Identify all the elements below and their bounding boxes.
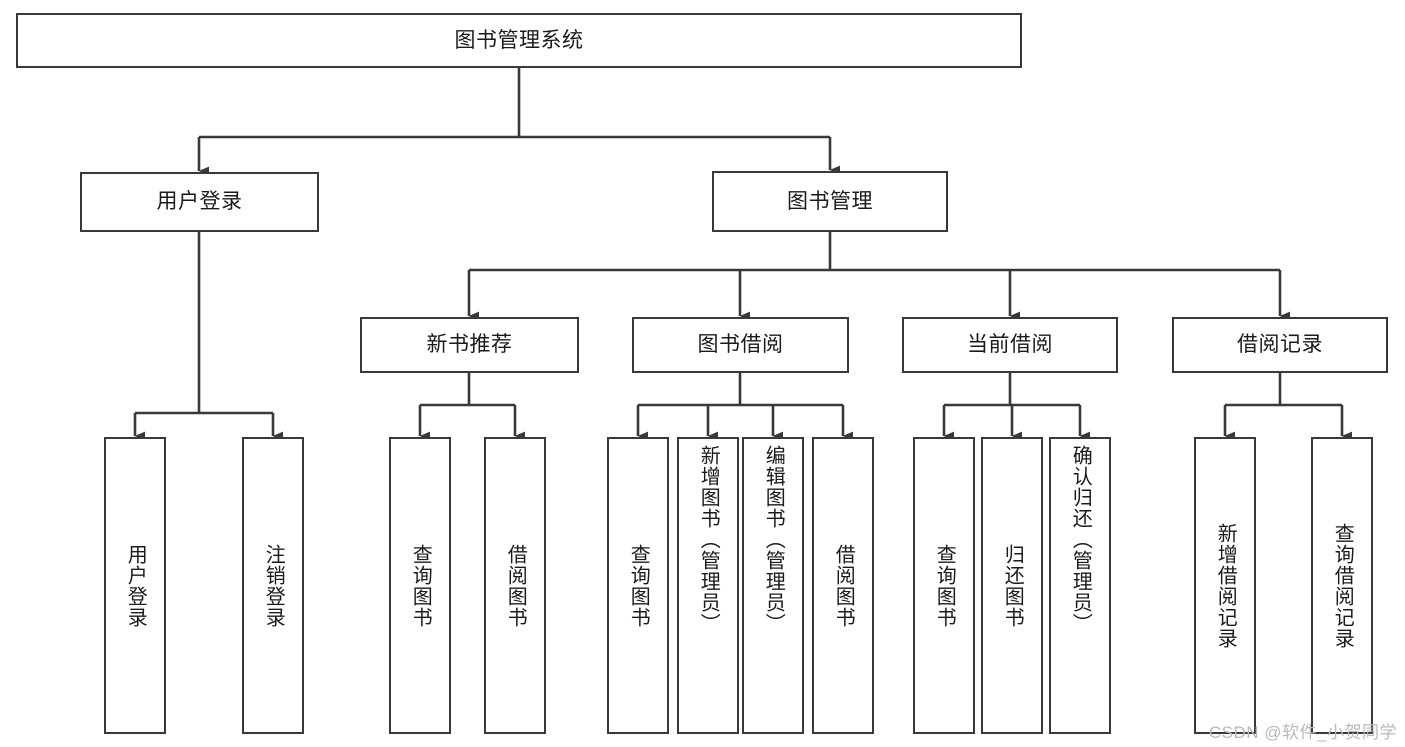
node-book-borrow[interactable]: 图书借阅 <box>632 317 849 373</box>
node-leaf[interactable]: 查询图书 <box>389 437 451 734</box>
leaf-inner: 查询图书 <box>915 439 973 732</box>
node-leaf[interactable]: 查询借阅记录 <box>1311 437 1373 734</box>
node-leaf[interactable]: 归还图书 <box>981 437 1043 734</box>
node-root-label: 图书管理系统 <box>454 28 584 52</box>
node-borrow-record-label: 借阅记录 <box>1237 333 1323 357</box>
leaf-inner: 编辑图书（管理员） <box>744 439 802 732</box>
node-leaf[interactable]: 编辑图书（管理员） <box>742 437 804 734</box>
node-root[interactable]: 图书管理系统 <box>16 13 1022 68</box>
node-leaf[interactable]: 注销登录 <box>242 437 304 734</box>
node-leaf[interactable]: 新增借阅记录 <box>1194 437 1256 734</box>
node-new-book-recommend[interactable]: 新书推荐 <box>360 317 579 373</box>
node-leaf[interactable]: 借阅图书 <box>484 437 546 734</box>
leaf-inner: 注销登录 <box>244 439 302 732</box>
node-leaf[interactable]: 查询图书 <box>607 437 669 734</box>
leaf-inner: 归还图书 <box>983 439 1041 732</box>
node-leaf[interactable]: 查询图书 <box>913 437 975 734</box>
node-book-borrow-label: 图书借阅 <box>697 333 784 357</box>
node-leaf-label: 确认归还（管理员） <box>1069 445 1092 634</box>
node-new-book-recommend-label: 新书推荐 <box>426 333 513 357</box>
leaf-inner: 查询借阅记录 <box>1313 439 1371 732</box>
leaf-inner: 借阅图书 <box>486 439 544 732</box>
leaf-inner: 新增图书（管理员） <box>679 439 737 732</box>
node-book-management[interactable]: 图书管理 <box>712 171 948 232</box>
node-leaf-label: 查询图书 <box>933 543 956 628</box>
node-leaf-label: 新增借阅记录 <box>1214 522 1237 649</box>
node-current-borrow-label: 当前借阅 <box>967 333 1053 357</box>
node-user-login-label: 用户登录 <box>156 190 243 214</box>
leaf-inner: 新增借阅记录 <box>1196 439 1254 732</box>
node-leaf-label: 新增图书（管理员） <box>697 445 720 634</box>
node-leaf[interactable]: 确认归还（管理员） <box>1049 437 1111 734</box>
node-book-management-label: 图书管理 <box>787 189 873 213</box>
node-leaf-label: 查询图书 <box>409 543 432 628</box>
node-leaf-label: 借阅图书 <box>832 543 855 628</box>
node-user-login[interactable]: 用户登录 <box>80 172 319 232</box>
node-leaf[interactable]: 新增图书（管理员） <box>677 437 739 734</box>
leaf-inner: 用户登录 <box>106 439 164 732</box>
node-leaf-label: 借阅图书 <box>504 543 527 628</box>
node-leaf[interactable]: 用户登录 <box>104 437 166 734</box>
node-leaf[interactable]: 借阅图书 <box>812 437 874 734</box>
leaf-inner: 借阅图书 <box>814 439 872 732</box>
node-leaf-label: 查询借阅记录 <box>1331 522 1354 649</box>
node-current-borrow[interactable]: 当前借阅 <box>902 317 1118 373</box>
leaf-inner: 确认归还（管理员） <box>1051 439 1109 732</box>
node-leaf-label: 查询图书 <box>627 543 650 628</box>
node-borrow-record[interactable]: 借阅记录 <box>1172 317 1388 373</box>
leaf-inner: 查询图书 <box>609 439 667 732</box>
node-leaf-label: 编辑图书（管理员） <box>762 445 785 634</box>
node-leaf-label: 归还图书 <box>1001 543 1024 628</box>
leaf-inner: 查询图书 <box>391 439 449 732</box>
node-leaf-label: 用户登录 <box>124 543 147 628</box>
node-leaf-label: 注销登录 <box>262 543 285 628</box>
